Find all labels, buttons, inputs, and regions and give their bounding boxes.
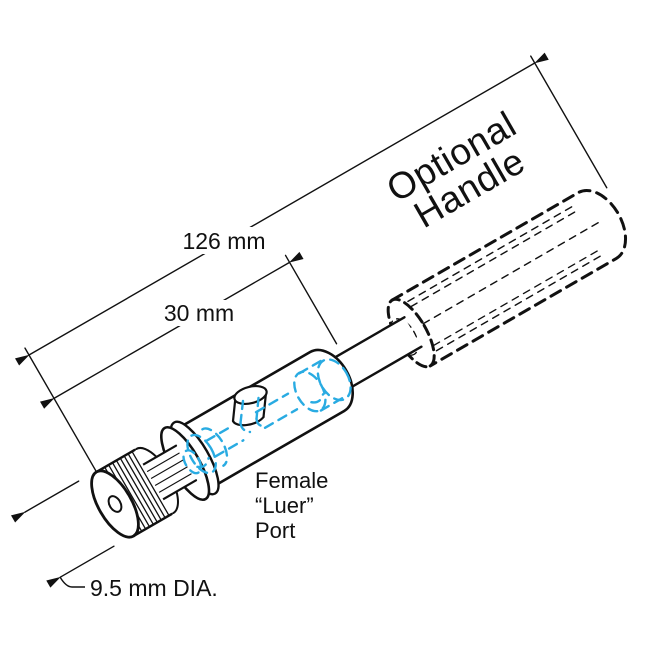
dimension-label-overall-length: 126 mm xyxy=(182,228,265,254)
luer-cavity-ring xyxy=(186,433,217,475)
handle-surface-lines xyxy=(407,205,603,352)
luer-cavity-ring-back xyxy=(201,427,229,467)
text-gap-126 xyxy=(180,227,270,254)
internal-channels xyxy=(182,358,352,475)
text-gap-30 xyxy=(162,300,237,326)
extension-line-cap-face xyxy=(24,347,98,473)
dimension-label-cap-diameter: 9.5 mm DIA. xyxy=(90,575,218,601)
luer-port-label-line3: Port xyxy=(255,518,295,543)
port-base-arc xyxy=(231,415,265,427)
cap-front-face xyxy=(90,469,140,539)
luer-port-label: Female “Luer” Port xyxy=(255,468,328,543)
channel-bottom-left xyxy=(214,439,245,458)
end-lumen-bottom xyxy=(319,395,346,412)
end-lumen-curl xyxy=(310,393,325,404)
end-lumen-top xyxy=(298,358,324,375)
diameter-leader-upper xyxy=(10,480,80,523)
luer-cavity-curl xyxy=(196,456,210,469)
diameter-leader-lower xyxy=(46,545,115,588)
extension-line-handle-end xyxy=(530,55,608,189)
channel-top-right xyxy=(254,392,290,414)
luer-port-label-line2: “Luer” xyxy=(255,493,314,518)
dimension-line-30mm xyxy=(40,251,304,409)
knurled-cap xyxy=(90,446,179,539)
luer-port-label-line1: Female xyxy=(255,468,328,493)
extension-line-body-end xyxy=(284,254,338,345)
dimension-label-body-length: 30 mm xyxy=(164,300,234,326)
luer-cavity-inner xyxy=(182,449,203,475)
dimension-lines xyxy=(10,52,549,588)
end-lumen-ring-back xyxy=(316,358,352,402)
diameter-leader-elbow xyxy=(59,576,85,588)
cap-center-hole xyxy=(107,495,123,513)
port-channel-dashes xyxy=(239,396,265,434)
optional-handle-label: Optional Handle xyxy=(380,104,532,236)
annotations: 126 mm 30 mm 9.5 mm DIA. Female “Luer” P… xyxy=(59,227,328,601)
channel-top-left xyxy=(205,425,233,442)
channel-bottom-right xyxy=(263,408,299,429)
optional-handle-outline xyxy=(386,189,628,369)
neck-thread-lines xyxy=(146,452,192,493)
handle-silhouette xyxy=(390,189,628,368)
